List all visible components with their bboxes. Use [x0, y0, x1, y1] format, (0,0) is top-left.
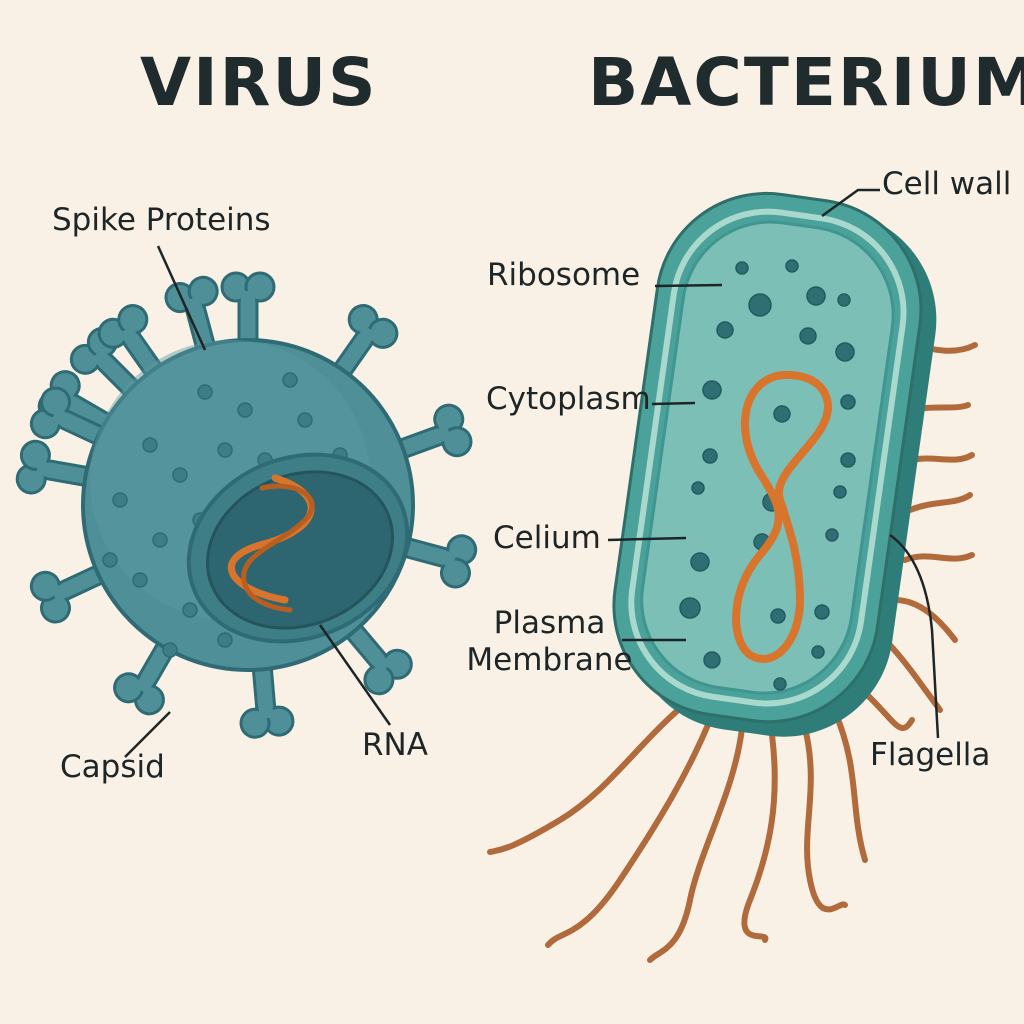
capsid-dot [132, 572, 148, 588]
cell-wall-leader-line [821, 188, 880, 218]
label-celium: Celium [493, 520, 601, 556]
bacterium-ribosomes [679, 259, 856, 691]
ribosome [702, 448, 718, 464]
ribosome [716, 321, 734, 339]
label-cytoplasm: Cytoplasm [486, 381, 651, 417]
capsid-dot [282, 372, 298, 388]
capsid-dot [237, 402, 253, 418]
virus-rna-strand [227, 474, 315, 613]
bacterium-cytoplasm [640, 220, 895, 695]
ribosome [748, 293, 772, 317]
flagella-leader-line [889, 533, 940, 739]
rna-leader-line [318, 624, 392, 726]
capsid-dot [142, 437, 158, 453]
label-capsid: Capsid [60, 749, 165, 785]
celium-leader-line [607, 536, 687, 542]
label-cell-wall: Cell wall [882, 166, 1012, 202]
capsid-dot [217, 632, 233, 648]
capsid-dot [182, 602, 198, 618]
bacterium-plasma-membrane [628, 208, 907, 707]
label-rna: RNA [362, 727, 428, 763]
ribosome [703, 651, 721, 669]
ribosome [735, 261, 749, 275]
ribosome [835, 342, 855, 362]
label-spike-proteins: Spike Proteins [52, 202, 271, 238]
capsid-dot [162, 642, 178, 658]
ribosome [837, 293, 851, 307]
ribosome [679, 597, 701, 619]
capsid-dot [152, 532, 168, 548]
ribosome [814, 604, 830, 620]
cytoplasm-leader-line [651, 401, 696, 406]
ribosome [825, 528, 839, 542]
ribosome [773, 677, 787, 691]
ribosome [840, 452, 856, 468]
ribosome [702, 380, 722, 400]
ribosome [690, 552, 710, 572]
capsid-dot [102, 552, 118, 568]
capsid-dot [197, 384, 213, 400]
virus-spike-proteins [15, 271, 478, 739]
ribosome [770, 608, 786, 624]
ribosome [785, 259, 799, 273]
capsid-dot [112, 492, 128, 508]
capsid-dot [172, 467, 188, 483]
spike-protein [382, 403, 473, 463]
ribosome [811, 645, 825, 659]
bacterium-illustration [487, 188, 978, 963]
ribosome [833, 485, 847, 499]
ribosome [773, 405, 791, 423]
bacterium-title: BACTERIUM [588, 44, 1024, 121]
virus-title: VIRUS [140, 44, 378, 121]
capsid-dot [217, 442, 233, 458]
label-flagella: Flagella [870, 737, 991, 773]
ribosome-leader-line [654, 283, 723, 288]
virus-illustration [15, 245, 478, 758]
ribosome [691, 481, 705, 495]
spike-proteins-leader-line [156, 245, 207, 351]
ribosome [806, 286, 826, 306]
ribosome [840, 394, 856, 410]
label-plasma-membrane: Plasma Membrane [466, 605, 633, 679]
capsid-dot [297, 412, 313, 428]
capsid-leader-line [124, 711, 171, 758]
label-ribosome: Ribosome [487, 257, 641, 293]
bacterium-dna-loop [732, 370, 832, 663]
ribosome [799, 327, 817, 345]
